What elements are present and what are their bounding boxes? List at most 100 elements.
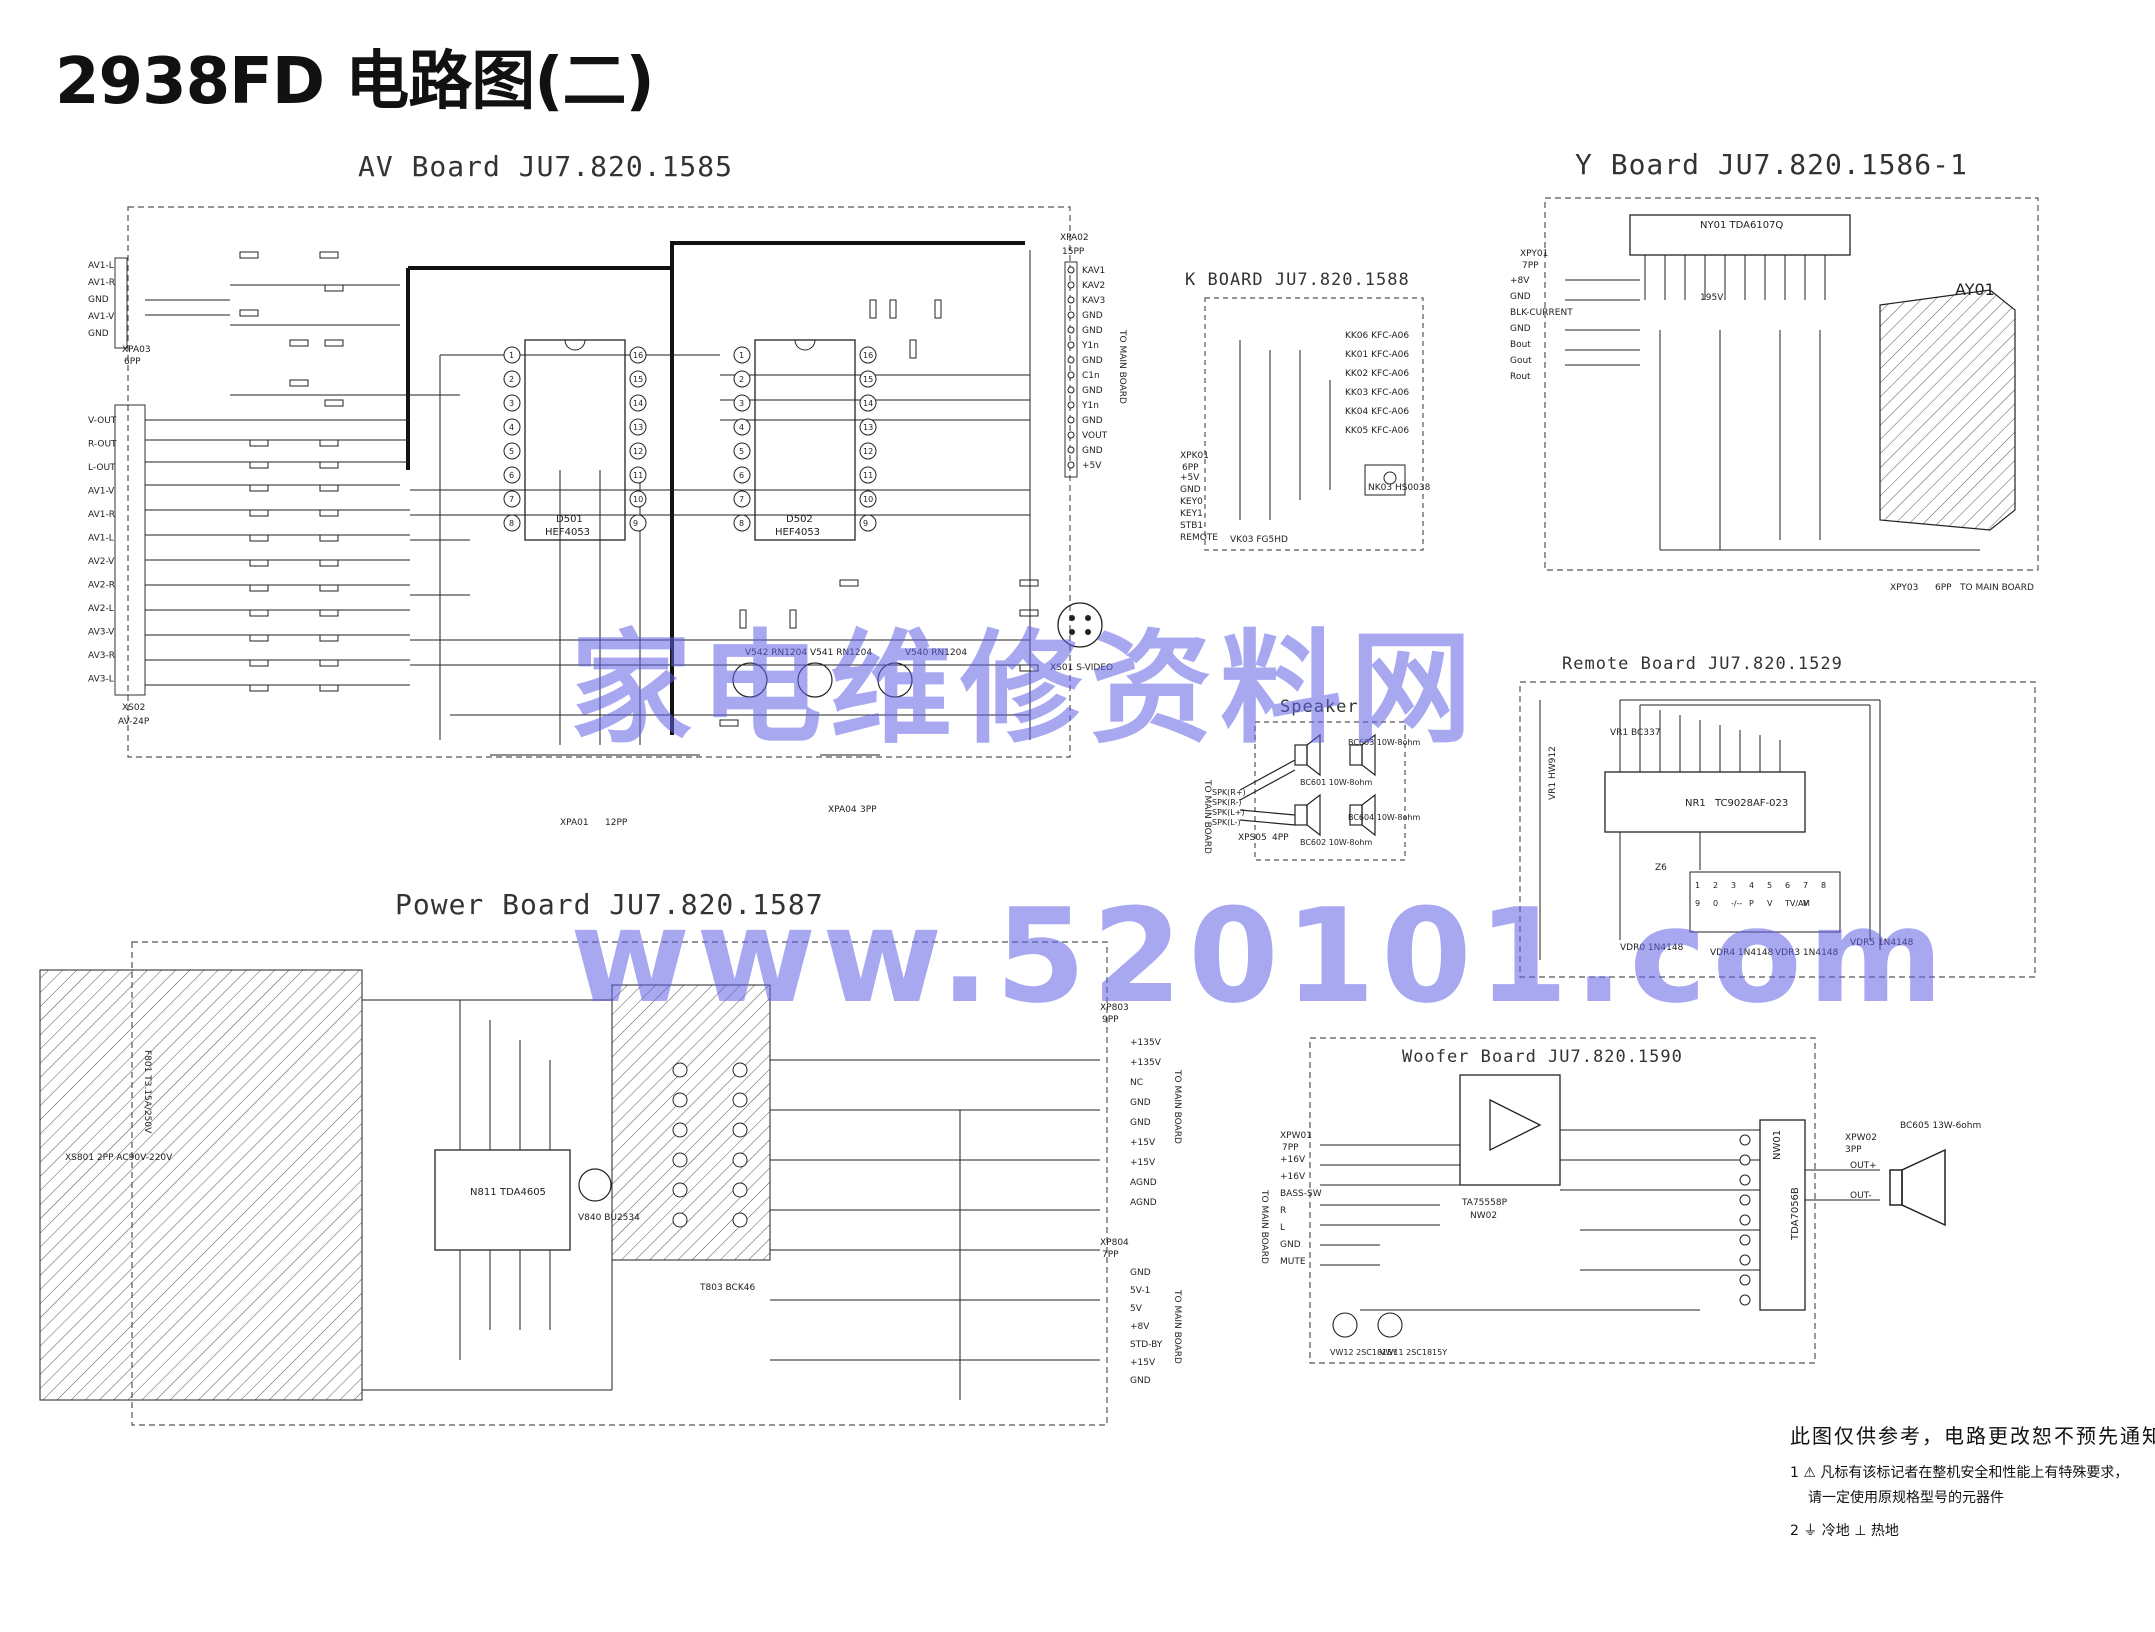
ic-pin <box>733 394 751 412</box>
remote-diode-label: VDR0 1N4148 <box>1620 943 1684 953</box>
ic-pin-number: 9 <box>863 519 868 528</box>
speaker-pin-label: SPK(R+) <box>1212 788 1246 797</box>
remote-transistor-label: VR1 BC337 <box>1610 728 1660 738</box>
remote-diode-label: VDR3 1N4148 <box>1775 948 1839 958</box>
av-left-pin-label: AV1-L <box>88 261 114 271</box>
ic-pin-number: 4 <box>509 423 514 432</box>
av-right-pin-label: GND <box>1082 356 1103 366</box>
power-transformer-label: T803 BCK46 <box>699 1283 755 1293</box>
remote-key-label: 7 <box>1803 881 1808 890</box>
power-connector1-label: +15V <box>1130 1158 1156 1168</box>
av-shield-line <box>408 241 1025 270</box>
y-bottom-connector-name: XPY03 <box>1890 583 1918 593</box>
av-left-connector-name: XPA03 <box>122 345 151 355</box>
remote-led-label: VR1 HW912 <box>1548 746 1558 800</box>
ic-pin-number: 11 <box>633 471 643 480</box>
ic-pin-number: 10 <box>863 495 873 504</box>
av-right-pin-label: Y1n <box>1081 401 1099 411</box>
y-bottom-note: TO MAIN BOARD <box>1959 583 2034 593</box>
ic-pin-number: 14 <box>633 399 643 408</box>
power-ic-body <box>434 1149 571 1251</box>
remote-crystal-label: Z6 <box>1655 863 1667 873</box>
av-right-pin-label: GND <box>1082 416 1103 426</box>
ic-pin-number: 16 <box>863 351 873 360</box>
power-connector1-label: +135V <box>1130 1058 1162 1068</box>
woofer-transistor-label: VW12 2SC1815Y <box>1330 1348 1397 1357</box>
ic-pin <box>859 394 877 412</box>
ic-pin <box>859 442 877 460</box>
av-right-pin <box>1067 446 1075 454</box>
remote-diode-label: VDR4 1N4148 <box>1710 948 1774 958</box>
ic-pin-number: 9 <box>633 519 638 528</box>
power-board: N811 TDA4605 <box>39 941 1182 1426</box>
y-pin-label: Bout <box>1510 340 1531 350</box>
y-connector-name: XPY01 <box>1520 249 1548 259</box>
power-switch-transistor <box>578 1168 612 1202</box>
av-board-heading: AV Board JU7.820.1585 <box>358 150 734 183</box>
av-traces <box>145 250 1031 745</box>
y-ic-label: NY01 TDA6107Q <box>1700 220 1783 231</box>
av-transistors <box>732 662 913 698</box>
speaker-pin-label: SPK(L+) <box>1212 808 1245 817</box>
av-right-pin-label: C1n <box>1082 371 1100 381</box>
av-output-label: AV1-R <box>88 510 115 520</box>
ic-pin <box>859 418 877 436</box>
av-bottom-connector-name: XPA01 <box>560 818 589 828</box>
y-ic-body <box>1629 214 1851 256</box>
av-right-pin <box>1067 431 1075 439</box>
y-pin-label: +8V <box>1510 276 1530 286</box>
ic-pin <box>733 490 751 508</box>
ic-pin <box>503 418 521 436</box>
power-fuse-label: F801 T3.15A/250V <box>142 1050 152 1134</box>
woofer-speaker-label: BC605 13W-6ohm <box>1900 1121 1981 1131</box>
remote-diode-label: VDR5 1N4148 <box>1850 938 1914 948</box>
ic-pin <box>503 394 521 412</box>
speaker-pin-label: SPK(L-) <box>1212 818 1241 827</box>
av-output-labels: V-OUTR-OUTL-OUTAV1-VAV1-RAV1-LAV2-VAV2-R… <box>88 416 117 685</box>
y-connector-pins: 7PP <box>1522 261 1539 271</box>
y-crt-socket-area <box>1879 289 2016 531</box>
av-bottom-connector2-pins: 3PP <box>860 805 877 815</box>
woofer-amp-body <box>1759 1119 1806 1311</box>
note-item2: 请一定使用原规格型号的元器件 <box>1808 1490 2004 1506</box>
power-hot-area-left <box>39 969 363 1401</box>
av-output-label: AV1-V <box>88 487 115 497</box>
ic-pin <box>733 418 751 436</box>
ic-pin <box>733 466 751 484</box>
power-ic-ref: N811 <box>470 1187 497 1198</box>
av-right-pin <box>1067 266 1075 274</box>
k-board-heading: K BOARD JU7.820.1588 <box>1185 270 1410 290</box>
page-title: 2938FD 电路图(二) <box>55 45 655 119</box>
power-connector2-label: 5V <box>1130 1304 1143 1314</box>
av-left-pin-label: GND <box>88 329 109 339</box>
ic-pin <box>859 466 877 484</box>
power-connector1-pins: 9PP <box>1102 1015 1119 1025</box>
ic-pin <box>503 514 521 532</box>
note-main: 此图仅供参考，电路更改恕不预先通知 <box>1790 1424 2155 1448</box>
ic-pin-number: 10 <box>633 495 643 504</box>
power-connector1-label: AGND <box>1130 1198 1157 1208</box>
power-connector1-label: GND <box>1130 1098 1151 1108</box>
y-pin-label: Rout <box>1510 372 1531 382</box>
ic-pin-number: 4 <box>739 423 744 432</box>
av-ic2-ref: D502 <box>786 514 813 525</box>
av-right-pin-label: Y1n <box>1081 341 1099 351</box>
ic-pin <box>503 490 521 508</box>
av-components <box>239 251 1039 727</box>
remote-ic-body <box>1604 771 1806 833</box>
woofer-preamp-body <box>1459 1074 1561 1186</box>
ic-pin <box>733 370 751 388</box>
av-bottom-connector-pins: 12PP <box>605 818 628 828</box>
power-connector2-name: XP804 <box>1100 1238 1129 1248</box>
ic-pin-number: 5 <box>739 447 744 456</box>
woofer-board-heading: Woofer Board JU7.820.1590 <box>1402 1047 1683 1067</box>
av-right-pin-label: KAV2 <box>1082 281 1105 291</box>
woofer-ic-ref: NW01 <box>1772 1130 1783 1160</box>
av-right-pin-label: +5V <box>1082 461 1102 471</box>
av-ic1-ref: D501 <box>556 514 583 525</box>
